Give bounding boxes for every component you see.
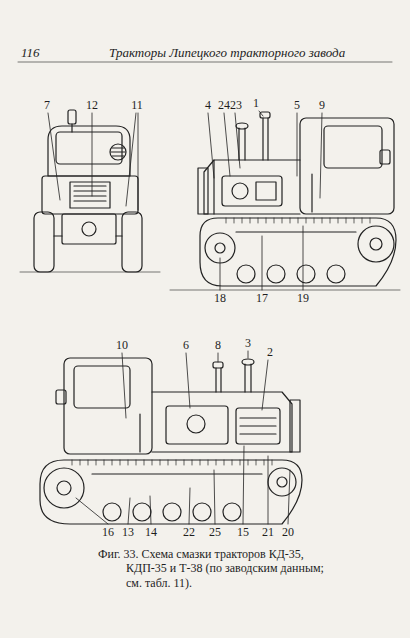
callout-number: 7 (43, 99, 51, 111)
header-rule (18, 62, 392, 63)
figure-caption: Фиг. 33. Схема смазки тракторов КД-35, К… (98, 547, 326, 590)
track-link (128, 460, 129, 465)
track-link (250, 218, 251, 223)
callout-number: 8 (214, 339, 222, 351)
track-link (362, 218, 363, 223)
callout-number: 6 (182, 339, 190, 351)
track-link (120, 460, 121, 465)
track-link (322, 218, 323, 223)
track-link (72, 460, 73, 465)
track-link (266, 218, 267, 223)
track-link (298, 218, 299, 223)
track-link (370, 218, 371, 223)
callout-number: 4 (204, 99, 212, 111)
callout-number: 17 (255, 292, 269, 304)
callout-number: 1 (252, 97, 260, 109)
callout-number: 25 (208, 526, 222, 538)
callout-number: 19 (296, 292, 310, 304)
track-link (234, 218, 235, 223)
callout-number: 10 (115, 339, 129, 351)
callout-number: 3 (244, 337, 252, 349)
track-link (314, 218, 315, 223)
track-link (338, 218, 339, 223)
track-link (354, 218, 355, 223)
front-view (20, 110, 160, 272)
track-link (136, 460, 137, 465)
track-link (168, 460, 169, 465)
callout-number: 24 (217, 99, 231, 111)
callout-number: 9 (318, 99, 326, 111)
track-link (216, 460, 217, 465)
track-link (256, 460, 257, 465)
track-link (160, 460, 161, 465)
track-link (306, 218, 307, 223)
track-link (330, 218, 331, 223)
track-link (144, 460, 145, 465)
running-head: 116 (20, 46, 41, 59)
running-head: Тракторы Липецкого тракторного завода (108, 46, 346, 59)
track-link (290, 218, 291, 223)
callout-number: 20 (281, 526, 295, 538)
track-link (248, 460, 249, 465)
callout-number: 5 (293, 99, 301, 111)
track-link (272, 460, 273, 465)
track-link (88, 460, 89, 465)
track-link (242, 218, 243, 223)
track-link (96, 460, 97, 465)
leader-lines (48, 111, 322, 524)
track-link (152, 460, 153, 465)
callout-number: 22 (182, 526, 196, 538)
track-links (72, 218, 370, 465)
track-link (80, 460, 81, 465)
track-link (258, 218, 259, 223)
callout-number: 12 (85, 99, 99, 111)
side-view-left (40, 358, 302, 524)
track-link (264, 460, 265, 465)
callout-number: 15 (236, 526, 250, 538)
track-link (208, 460, 209, 465)
track-link (112, 460, 113, 465)
track-link (274, 218, 275, 223)
track-link (192, 460, 193, 465)
track-link (232, 460, 233, 465)
track-link (282, 218, 283, 223)
track-link (176, 460, 177, 465)
track-link (104, 460, 105, 465)
track-link (200, 460, 201, 465)
callout-number: 21 (261, 526, 275, 538)
track-link (224, 460, 225, 465)
callout-number: 13 (121, 526, 135, 538)
callout-number: 18 (213, 292, 227, 304)
callout-number: 16 (101, 526, 115, 538)
callout-number: 23 (229, 99, 243, 111)
track-link (346, 218, 347, 223)
callout-number: 11 (130, 99, 144, 111)
track-link (226, 218, 227, 223)
track-link (240, 460, 241, 465)
side-view (170, 112, 400, 290)
track-link (184, 460, 185, 465)
callout-number: 2 (266, 346, 274, 358)
callout-number: 14 (144, 526, 158, 538)
